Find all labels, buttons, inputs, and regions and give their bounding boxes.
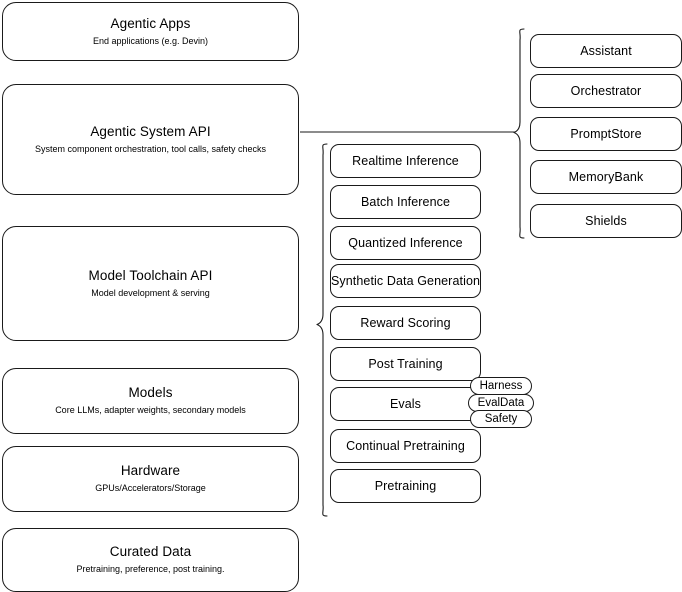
toolchain-box-reward-scoring[interactable]: Reward Scoring <box>330 306 481 340</box>
toolchain-box-quantized-inference[interactable]: Quantized Inference <box>330 226 481 260</box>
brace-system-components <box>513 28 525 239</box>
layer-subtitle: Core LLMs, adapter weights, secondary mo… <box>55 405 246 415</box>
layer-title: Models <box>128 385 173 400</box>
system-box-promptstore[interactable]: PromptStore <box>530 117 682 151</box>
system-label: MemoryBank <box>568 170 644 184</box>
layer-subtitle: Pretraining, preference, post training. <box>76 564 225 574</box>
toolchain-label: Post Training <box>368 357 443 371</box>
toolchain-label: Evals <box>389 397 422 411</box>
toolchain-label: Continual Pretraining <box>346 439 465 453</box>
toolchain-label: Realtime Inference <box>352 154 459 168</box>
layer-subtitle: System component orchestration, tool cal… <box>34 143 267 154</box>
brace-toolchain-components <box>316 143 328 517</box>
system-box-shields[interactable]: Shields <box>530 204 682 238</box>
layer-box-agentic-system-api[interactable]: Agentic System API System component orch… <box>2 84 299 195</box>
toolchain-box-batch-inference[interactable]: Batch Inference <box>330 185 481 219</box>
toolchain-label: Pretraining <box>374 479 437 493</box>
system-label: Orchestrator <box>570 84 642 98</box>
layer-box-curated-data[interactable]: Curated Data Pretraining, preference, po… <box>2 528 299 592</box>
toolchain-box-post-training[interactable]: Post Training <box>330 347 481 381</box>
toolchain-label: Quantized Inference <box>348 236 463 250</box>
toolchain-label: Synthetic Data Generation <box>330 274 481 288</box>
system-box-orchestrator[interactable]: Orchestrator <box>530 74 682 108</box>
layer-title: Agentic Apps <box>110 15 191 31</box>
layer-subtitle: Model development & serving <box>91 287 210 298</box>
layer-box-hardware[interactable]: Hardware GPUs/Accelerators/Storage <box>2 446 299 512</box>
layer-box-agentic-apps[interactable]: Agentic Apps End applications (e.g. Devi… <box>2 2 299 61</box>
layer-box-models[interactable]: Models Core LLMs, adapter weights, secon… <box>2 368 299 434</box>
system-box-assistant[interactable]: Assistant <box>530 34 682 68</box>
layer-box-model-toolchain-api[interactable]: Model Toolchain API Model development & … <box>2 226 299 341</box>
system-box-memorybank[interactable]: MemoryBank <box>530 160 682 194</box>
evals-pill-harness[interactable]: Harness <box>470 377 532 395</box>
layer-title: Curated Data <box>109 544 192 559</box>
system-label: Shields <box>585 214 627 228</box>
toolchain-box-evals[interactable]: Evals <box>330 387 481 421</box>
toolchain-label: Batch Inference <box>360 195 451 209</box>
toolchain-box-realtime-inference[interactable]: Realtime Inference <box>330 144 481 178</box>
evals-pill-safety[interactable]: Safety <box>470 410 532 428</box>
toolchain-box-synthetic-data-generation[interactable]: Synthetic Data Generation <box>330 264 481 298</box>
system-label: PromptStore <box>570 127 642 141</box>
layer-title: Model Toolchain API <box>88 267 213 283</box>
system-label: Assistant <box>580 44 632 58</box>
layer-subtitle: End applications (e.g. Devin) <box>92 35 209 46</box>
layer-title: Agentic System API <box>90 123 211 139</box>
layer-subtitle: GPUs/Accelerators/Storage <box>95 483 206 493</box>
toolchain-box-continual-pretraining[interactable]: Continual Pretraining <box>330 429 481 463</box>
toolchain-box-pretraining[interactable]: Pretraining <box>330 469 481 503</box>
toolchain-label: Reward Scoring <box>360 316 451 330</box>
layer-title: Hardware <box>120 463 181 478</box>
